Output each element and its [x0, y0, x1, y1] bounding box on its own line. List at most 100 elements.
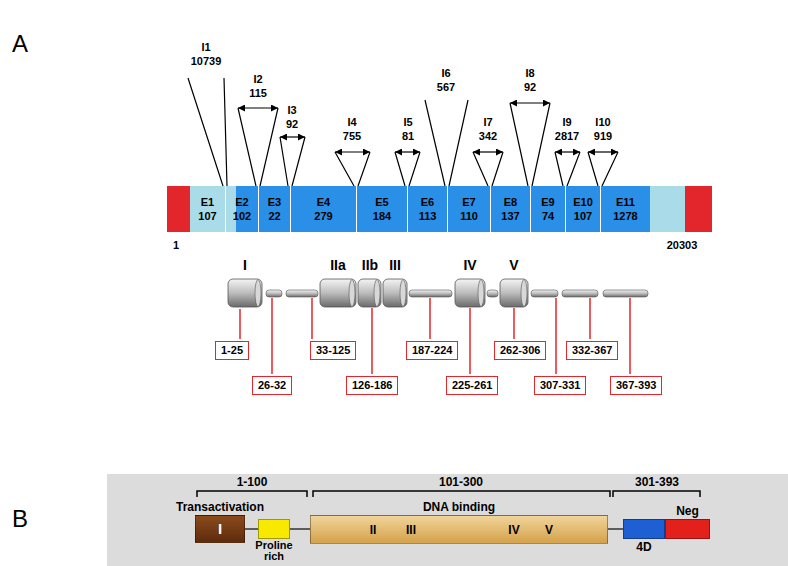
intron-wedge — [395, 152, 420, 186]
domain-box: TransactivationI — [195, 515, 245, 543]
residue-range-box: 262-306 — [494, 341, 546, 360]
domain-mark: II — [370, 523, 377, 537]
leader-line — [371, 308, 373, 374]
intron-length: 92 — [524, 80, 536, 94]
conserved-domain-label: III — [389, 258, 401, 272]
residue-span-label: 301-393 — [635, 475, 679, 489]
exon-length: 279 — [314, 209, 332, 223]
exon-name: E6 — [421, 195, 434, 209]
exon-name: E8 — [504, 195, 517, 209]
leader-line — [469, 308, 471, 374]
intron-length: 755 — [343, 129, 361, 143]
exon-name: E7 — [462, 195, 475, 209]
span-bracket — [197, 491, 307, 497]
residue-range-box: 307-331 — [534, 376, 586, 395]
intron-wedge — [335, 152, 370, 186]
position-number: 20303 — [667, 238, 698, 252]
domain-mark: III — [406, 523, 416, 537]
exon-length: 110 — [460, 209, 478, 223]
domain-linker — [608, 528, 623, 530]
exon-length: 107 — [198, 209, 216, 223]
intron-name: I6 — [441, 66, 450, 80]
residue-range: 1-25 — [221, 344, 243, 357]
intron-length: 342 — [479, 129, 497, 143]
residue-range-box: 126-186 — [346, 376, 398, 395]
exon-box: E6113 — [407, 186, 447, 232]
barrel-rim — [478, 280, 484, 307]
panel-letter: B — [12, 505, 28, 533]
barrel-rim — [349, 280, 355, 307]
conserved-domain-label: I — [243, 258, 247, 272]
conserved-domain-label: IIa — [330, 258, 346, 272]
exon-length: 113 — [419, 209, 437, 223]
residue-range: 367-393 — [616, 379, 656, 392]
intron-wedge — [588, 152, 618, 186]
utr-end — [685, 186, 712, 232]
intron-name: I2 — [253, 72, 262, 86]
leader-lines — [240, 298, 630, 374]
exon-box: E974 — [530, 186, 565, 232]
domain-mark: V — [545, 523, 553, 537]
span-bracket — [613, 491, 700, 497]
intron-wedge — [555, 152, 580, 186]
intron-arrow — [395, 151, 420, 152]
panel-letter: A — [12, 30, 28, 58]
domain-name: Neg — [676, 504, 699, 518]
residue-span-label: 101-300 — [439, 475, 483, 489]
leader-line — [271, 298, 273, 374]
barrel-rim — [255, 280, 261, 307]
intron-name: I1 — [201, 40, 210, 54]
domain-box: Neg — [665, 519, 710, 539]
exon-box: E10107 — [565, 186, 600, 232]
intron-length: 92 — [286, 117, 298, 131]
intron-wedge — [425, 100, 468, 186]
exon-name: E5 — [375, 195, 388, 209]
barrel-rim — [374, 280, 380, 307]
residue-range-box: 26-32 — [252, 376, 292, 395]
domain-mark: IV — [508, 523, 519, 537]
intron-length: 10739 — [191, 54, 222, 68]
intron-name: I10 — [595, 115, 610, 129]
residue-range-box: 33-125 — [310, 341, 356, 360]
exon-box: E5184 — [356, 186, 407, 232]
position-number: 1 — [173, 238, 179, 252]
intron-arrow — [555, 151, 580, 152]
exon-name: E2 — [235, 195, 248, 209]
intron-name: I9 — [562, 115, 571, 129]
utr-end — [167, 186, 190, 232]
intron-arrow — [280, 136, 305, 137]
intron-arrow — [238, 107, 278, 108]
exon-box: E2102 — [225, 186, 258, 232]
domain-name: 4D — [636, 540, 651, 554]
intron-arrow — [473, 151, 503, 152]
residue-range: 332-367 — [572, 344, 612, 357]
exon-box: E4279 — [290, 186, 356, 232]
exon-length: 137 — [501, 209, 519, 223]
residue-range: 307-331 — [540, 379, 580, 392]
domain-barrel — [383, 279, 407, 307]
intron-length: 567 — [437, 80, 455, 94]
exon-length: 107 — [574, 209, 592, 223]
leader-line — [513, 308, 515, 339]
domain-box: DNA bindingIIIIIIVV — [310, 515, 608, 544]
intron-wedge — [280, 137, 305, 186]
exon-name: E4 — [317, 195, 330, 209]
residue-range: 33-125 — [316, 344, 350, 357]
residue-range-box: 367-393 — [610, 376, 662, 395]
leader-line — [311, 298, 313, 339]
utr-region — [650, 186, 685, 232]
protein-rod — [409, 290, 452, 297]
protein-rod — [266, 290, 282, 297]
intron-name: I3 — [287, 103, 296, 117]
conserved-domain-label: IV — [463, 258, 476, 272]
domain-barrel — [500, 279, 528, 307]
leader-line — [629, 298, 631, 374]
residue-range-box: 332-367 — [566, 341, 618, 360]
intron-name: I5 — [403, 115, 412, 129]
barrel-rim — [400, 280, 406, 307]
exon-length: 74 — [542, 209, 554, 223]
exon-length: 102 — [233, 209, 251, 223]
intron-name: I4 — [347, 115, 356, 129]
exon-name: E10 — [573, 195, 593, 209]
